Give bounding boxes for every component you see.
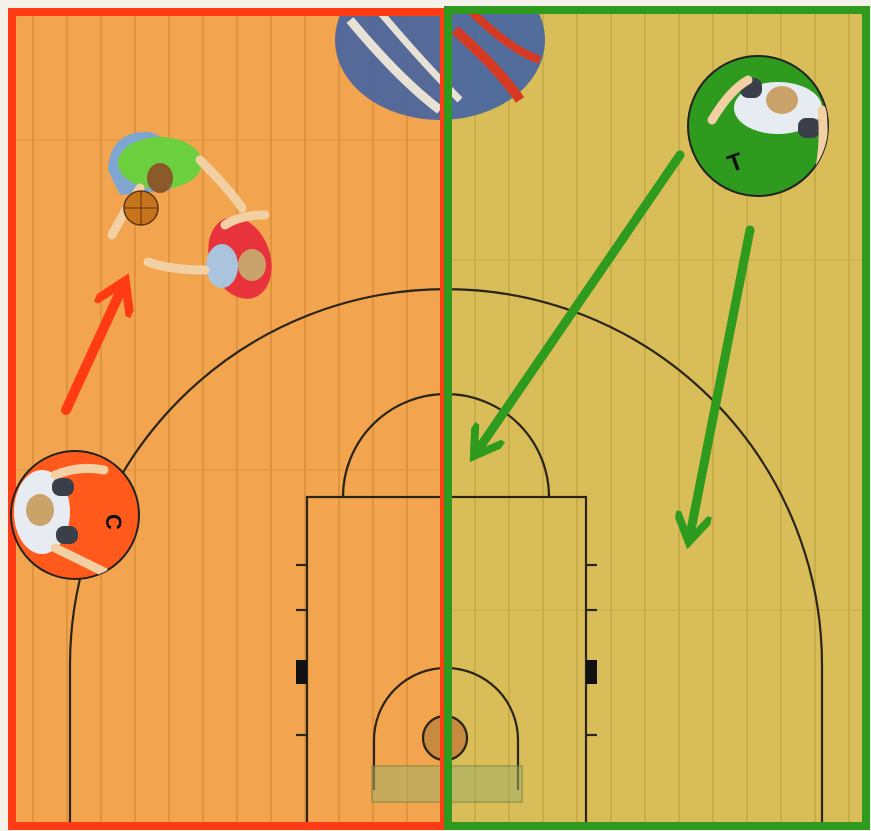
center-referee: C	[11, 451, 139, 579]
trail-referee: T	[688, 56, 828, 196]
left-block	[296, 660, 307, 684]
right-block	[586, 660, 597, 684]
center-referee-label: C	[101, 514, 126, 530]
